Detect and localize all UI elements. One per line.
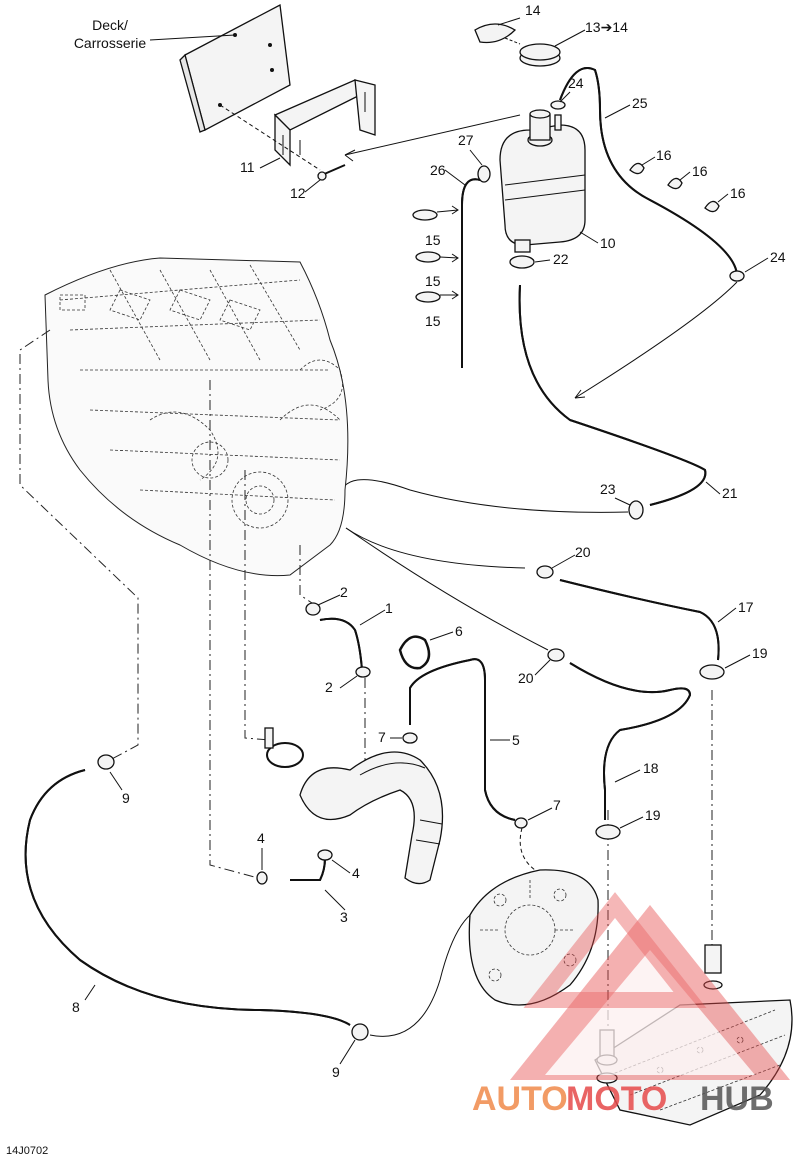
tie-strap-15-b [415,251,459,263]
hose-18 [569,662,692,820]
callout-24-right: 24 [770,249,786,265]
coolant-reservoir [499,109,586,253]
hose-17 [559,579,720,661]
deck-label-line1: Deck/ [92,17,128,33]
callout-4-left: 4 [257,830,265,846]
hose-25 [559,67,738,276]
callout-20-upper: 20 [575,544,591,560]
clamp-7-lower [514,817,528,829]
clamp-19-lower [595,824,621,840]
callout-24-top: 24 [568,75,584,91]
deck-panel [179,3,291,133]
callout-9-lower: 9 [332,1064,340,1080]
callout-21: 21 [722,485,738,501]
hose-5 [409,658,516,821]
cap-gasket [474,23,517,44]
callout-18: 18 [643,760,659,776]
callout-1: 1 [385,600,393,616]
gasket-6 [398,635,431,670]
clamp-9-upper [97,754,115,770]
callout-15-c: 15 [425,313,441,329]
callout-9-upper: 9 [122,790,130,806]
callout-15-b: 15 [425,273,441,289]
clamp-23 [628,500,644,520]
callout-19-upper: 19 [752,645,768,661]
clamp-24-top [550,100,566,110]
clamp-9-lower [351,1023,369,1041]
tie-strap-16-b [667,177,683,190]
clamp-20-upper [536,565,554,579]
callout-7-lower: 7 [553,797,561,813]
pump-housing [468,869,599,1006]
callout-17: 17 [738,599,754,615]
callout-10: 10 [600,235,616,251]
tie-strap-16-a [629,162,645,175]
clamp-2-upper [305,602,321,616]
exhaust-elbow [299,751,444,885]
clamp-27 [477,165,491,183]
clamp-4-right [317,849,333,861]
callout-14: 14 [525,2,541,18]
tie-strap-15-c [415,290,459,303]
hose-8 [24,769,351,1026]
callout-3: 3 [340,909,348,925]
clamp-20-lower [547,648,565,662]
callout-20-lower: 20 [518,670,534,686]
tie-strap-15-a [412,205,459,221]
deck-label-line2: Carrosserie [74,35,147,51]
hose-clamp-large [264,727,304,768]
callout-13-to-14: 13➔14 [585,19,628,35]
callout-5: 5 [512,732,520,748]
clamp-22 [509,255,535,269]
watermark-text-hub: HUB [700,1080,774,1118]
callout-16-b: 16 [692,163,708,179]
watermark-logo [510,892,790,1080]
callout-16-c: 16 [730,185,746,201]
hose-26 [461,178,481,368]
callout-8: 8 [72,999,80,1015]
figure-code: 14J0702 [6,1145,48,1157]
clamp-2-lower [355,666,371,678]
callout-7-upper: 7 [378,729,386,745]
callout-16-a: 16 [656,147,672,163]
clamp-19-upper [699,664,725,680]
watermark-text-moto: MOTO [566,1080,667,1118]
callout-4-right: 4 [352,865,360,881]
callout-19-lower: 19 [645,807,661,823]
callout-23: 23 [600,481,616,497]
clamp-4-left [256,871,268,885]
fitting-right [703,944,723,990]
callout-25: 25 [632,95,648,111]
callout-15-a: 15 [425,232,441,248]
bracket-screw [317,164,346,181]
reservoir-cap [519,43,561,67]
watermark-text-auto: AUTO [472,1080,568,1118]
callout-27: 27 [458,132,474,148]
callout-22: 22 [553,251,569,267]
clamp-7-upper [402,732,418,744]
callout-2-upper: 2 [340,584,348,600]
callout-12: 12 [290,185,306,201]
mounting-bracket [273,79,376,167]
callout-11: 11 [240,159,255,175]
clamp-24-right [729,270,745,282]
hose-3 [290,857,326,881]
hose-1 [319,617,363,671]
callout-26: 26 [430,162,446,178]
callout-2-lower: 2 [325,679,333,695]
tie-strap-16-c [704,200,720,213]
hose-21 [518,284,707,506]
callout-6: 6 [455,623,463,639]
engine-block [44,257,349,577]
